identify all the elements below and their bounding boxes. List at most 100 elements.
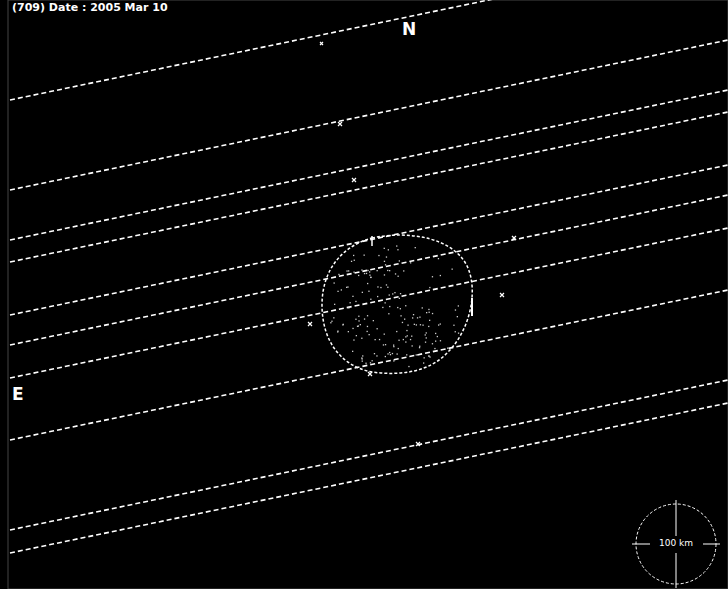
texture-dot <box>341 289 342 290</box>
texture-dot <box>411 336 412 337</box>
chord-lines <box>10 0 728 553</box>
texture-dot <box>406 354 407 355</box>
texture-dot <box>389 294 390 295</box>
chord-line <box>10 403 728 553</box>
texture-dot <box>384 274 385 275</box>
texture-dot <box>422 325 423 326</box>
texture-dot <box>333 317 334 318</box>
texture-dot <box>361 269 362 270</box>
texture-dot <box>400 315 401 316</box>
texture-dot <box>360 324 361 325</box>
texture-dot <box>362 361 363 362</box>
scale-circle <box>632 500 720 588</box>
texture-dot <box>394 292 395 293</box>
texture-dot <box>353 339 354 340</box>
texture-dot <box>351 261 352 262</box>
texture-dot <box>370 299 371 300</box>
chord-line <box>10 195 728 345</box>
texture-dot <box>407 325 408 326</box>
asteroid-outline <box>322 235 472 373</box>
plot-title: (709) Date : 2005 Mar 10 <box>12 2 168 14</box>
chord-line <box>10 290 728 440</box>
texture-dot <box>395 273 396 274</box>
texture-dot <box>398 348 399 349</box>
texture-dot <box>380 287 381 288</box>
texture-dot <box>370 362 371 363</box>
texture-dot <box>338 274 339 275</box>
texture-dot <box>434 348 435 349</box>
chord-line <box>10 90 728 240</box>
texture-dot <box>384 248 385 249</box>
texture-dot <box>385 264 386 265</box>
texture-dot <box>426 312 427 313</box>
texture-dot <box>429 287 430 288</box>
texture-dot <box>372 360 373 361</box>
texture-dot <box>348 307 349 308</box>
texture-dot <box>435 333 436 334</box>
texture-dot <box>393 360 394 361</box>
texture-dot <box>337 331 338 332</box>
texture-dot <box>377 328 378 329</box>
texture-dot <box>337 331 338 332</box>
texture-dot <box>403 270 404 271</box>
texture-dot <box>417 317 418 318</box>
texture-dot <box>402 322 403 323</box>
texture-dot <box>346 270 347 271</box>
texture-dot <box>383 344 384 345</box>
texture-dot <box>429 356 430 357</box>
texture-dot <box>413 314 414 315</box>
scale-label: 100 km <box>658 539 694 549</box>
texture-dot <box>396 245 397 246</box>
texture-dot <box>392 293 393 294</box>
texture-dot <box>386 284 387 285</box>
texture-dot <box>415 247 416 248</box>
texture-dot <box>458 305 459 306</box>
texture-dot <box>416 354 417 355</box>
texture-dot <box>354 260 355 261</box>
texture-dot <box>396 331 397 332</box>
texture-dot <box>438 258 439 259</box>
texture-dot <box>378 255 379 256</box>
texture-dot <box>364 255 365 256</box>
texture-dot <box>429 312 430 313</box>
texture-dot <box>440 340 441 341</box>
texture-dot <box>352 351 353 352</box>
texture-dot <box>428 355 429 356</box>
texture-dot <box>399 260 400 261</box>
texture-dot <box>367 315 368 316</box>
texture-dot <box>330 322 331 323</box>
texture-dot <box>389 270 390 271</box>
texture-dot <box>388 249 389 250</box>
texture-dot <box>358 320 359 321</box>
texture-dot <box>398 340 399 341</box>
texture-dot <box>369 334 370 335</box>
texture-dot <box>347 286 348 287</box>
texture-dot <box>337 291 338 292</box>
texture-dot <box>370 277 371 278</box>
texture-dot <box>385 344 386 345</box>
texture-dot <box>389 352 390 353</box>
surface-texture <box>330 245 459 367</box>
chord-end-tick <box>371 236 373 246</box>
texture-dot <box>432 276 433 277</box>
asteroid-profile <box>322 235 472 373</box>
texture-dot <box>425 334 426 335</box>
texture-dot <box>375 339 376 340</box>
texture-dot <box>422 307 423 308</box>
texture-dot <box>385 356 386 357</box>
texture-dot <box>362 358 363 359</box>
texture-dot <box>382 307 383 308</box>
texture-dot <box>457 316 458 317</box>
texture-dot <box>358 275 359 276</box>
texture-dot <box>379 339 380 340</box>
texture-dot <box>440 323 441 324</box>
texture-dot <box>385 302 386 303</box>
texture-dot <box>388 313 389 314</box>
texture-dot <box>455 309 456 310</box>
east-label: E <box>11 385 25 404</box>
texture-dot <box>355 301 356 302</box>
north-label: N <box>402 20 416 39</box>
texture-dot <box>425 342 426 343</box>
chord-line <box>10 0 728 100</box>
